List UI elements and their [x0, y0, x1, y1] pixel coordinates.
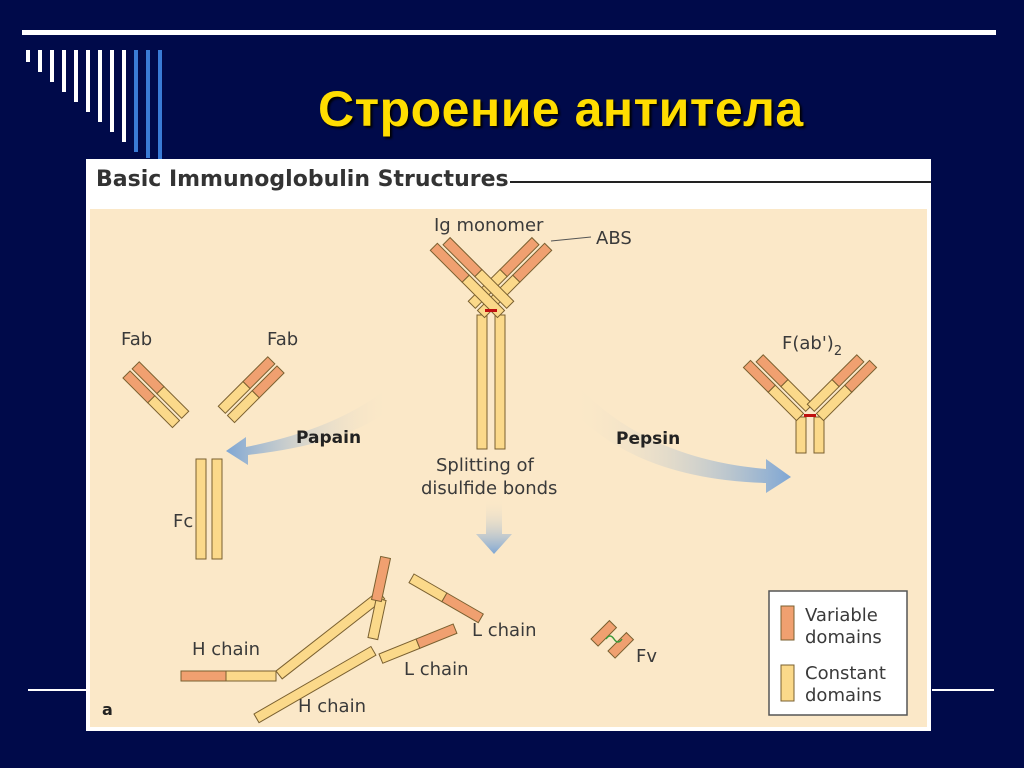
label-splitting-line1: Splitting of: [436, 455, 535, 476]
figure: Basic Immunoglobulin Structures: [86, 159, 931, 731]
panel-letter: a: [102, 700, 113, 719]
label-l-chain-2: L chain: [404, 659, 469, 680]
legend-variable-swatch: [781, 606, 794, 640]
pepsin-arrow: [571, 384, 791, 493]
fab-fragment-left: [123, 362, 189, 428]
l-chain-2: [379, 624, 457, 663]
slide-title: Строение антитела: [318, 80, 804, 138]
label-fab2: F(ab')2: [782, 333, 842, 359]
ig-monomer: [430, 234, 551, 449]
label-fab-left: Fab: [121, 329, 152, 350]
label-splitting-line2: disulfide bonds: [421, 478, 557, 499]
fc-fragment: [196, 459, 222, 559]
top-rule: [22, 30, 996, 35]
legend-variable-line2: domains: [805, 627, 882, 648]
label-l-chain-1: L chain: [472, 620, 537, 641]
fv-fragment: [591, 621, 633, 658]
label-ig-monomer: Ig monomer: [434, 215, 544, 236]
fab-fragment-right: [218, 357, 284, 423]
bottom-rule-right: [932, 689, 994, 691]
splitting-arrow: [476, 499, 512, 554]
fab2-fragment: [743, 351, 876, 453]
legend-constant-swatch: [781, 665, 794, 701]
label-h-chain-2: H chain: [298, 696, 366, 717]
legend-constant-line2: domains: [805, 685, 882, 706]
label-fab-right: Fab: [267, 329, 298, 350]
legend: Variable domains Constant domains: [769, 591, 907, 715]
label-papain: Papain: [296, 428, 361, 448]
bottom-rule-left: [28, 689, 88, 691]
l-chain-1: [409, 574, 483, 623]
legend-variable-line1: Variable: [805, 605, 878, 626]
immunoglobulin-diagram: Ig monomer ABS Papain Pepsin Splitting o…: [86, 159, 931, 731]
label-fc: Fc: [173, 511, 193, 532]
label-fv: Fv: [636, 646, 657, 667]
label-abs: ABS: [596, 228, 632, 249]
label-h-chain-1: H chain: [192, 639, 260, 660]
label-pepsin: Pepsin: [616, 429, 680, 449]
legend-constant-line1: Constant: [805, 663, 886, 684]
decorative-stripes: [24, 50, 174, 160]
